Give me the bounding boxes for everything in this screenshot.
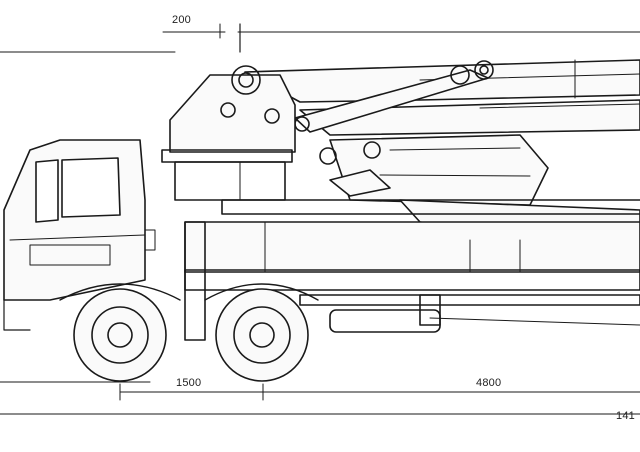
bottom-dimension-lines bbox=[0, 383, 640, 415]
dimension-label-top: 200 bbox=[172, 14, 191, 26]
rear-wheel bbox=[204, 283, 319, 382]
front-wheel bbox=[59, 283, 181, 382]
truck-cab bbox=[3, 139, 156, 331]
chassis-body bbox=[184, 199, 640, 341]
top-dimension-line bbox=[162, 23, 640, 53]
turret-tower bbox=[161, 65, 296, 201]
dimension-label-total: 141 bbox=[616, 410, 635, 422]
dimension-label-axle-spacing: 1500 bbox=[176, 377, 202, 389]
dimension-label-rear-span: 4800 bbox=[476, 377, 502, 389]
